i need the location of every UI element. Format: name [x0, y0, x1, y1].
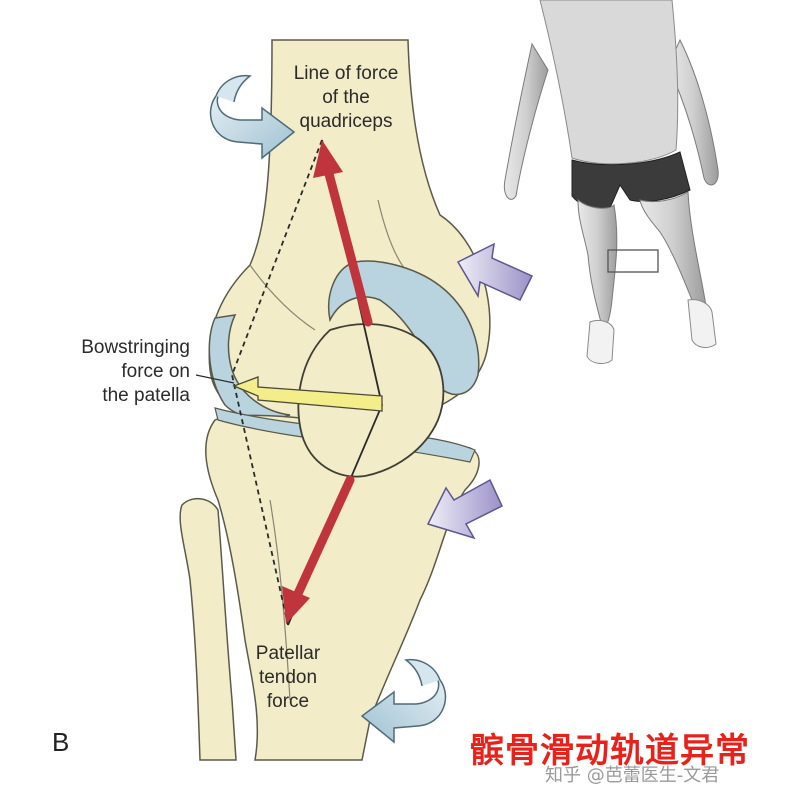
- force-triangle-dashed: [231, 139, 323, 626]
- quadriceps-force-arrow: [313, 140, 373, 327]
- patellar-tendon-label-line-1: Patellar: [255, 643, 321, 664]
- bowstringing-label-line-1: Bowstringing: [81, 337, 190, 358]
- knee-highlight-box: [607, 249, 659, 273]
- femur-condyle-line: [249, 264, 316, 331]
- bowstring-force-arrow: [232, 376, 383, 412]
- fibula-bone: [179, 498, 237, 761]
- bowstringing-label: Bowstringing force on the patella: [30, 336, 190, 408]
- rotation-arrow-icon: [360, 658, 447, 744]
- quadriceps-label-line-3: quadriceps: [299, 111, 393, 132]
- rotation-arrow-icon: [209, 74, 296, 160]
- panel-letter: B: [52, 727, 70, 757]
- runner-figure: [503, 0, 719, 364]
- watermark: 知乎 @芭蕾医生-文君: [545, 765, 720, 786]
- quadriceps-label: Line of force of the quadriceps: [276, 62, 416, 134]
- posterior-cartilage: [208, 314, 291, 420]
- caption-title: 髌骨滑动轨道异常: [470, 731, 750, 771]
- patellar-tendon-arrow: [282, 475, 355, 624]
- bowstringing-label-line-3: the patella: [102, 385, 190, 406]
- push-arrow-icon: [426, 478, 503, 540]
- push-arrow-icon: [456, 242, 534, 301]
- patellar-tendon-label-line-2: tendon: [258, 667, 318, 688]
- tibia-inner-line: [269, 499, 291, 701]
- bowstringing-label-line-2: force on: [121, 361, 190, 382]
- patellar-tendon-label: Patellar tendon force: [240, 642, 336, 714]
- patellar-tendon-label-line-3: force: [266, 691, 310, 712]
- quadriceps-label-line-2: of the: [322, 87, 370, 108]
- bowstring-leader-line: [195, 374, 235, 384]
- quadriceps-label-line-1: Line of force: [293, 63, 399, 84]
